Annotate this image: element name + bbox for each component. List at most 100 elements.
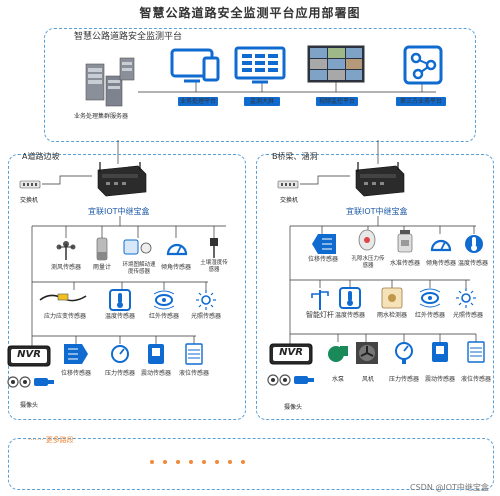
hub-b-label: 宜联IOT中继宝盒: [346, 207, 408, 216]
smart-pole-icon: [311, 290, 329, 310]
zone-b-sensor-label: 孔隙水压力传感器: [351, 256, 385, 269]
zone-a-sensor-label: 压力传感器: [104, 370, 135, 377]
temperature-sensor-icon: [339, 287, 361, 309]
camera-icon: [7, 376, 54, 388]
vibration-sensor-icon: [432, 342, 448, 362]
platform-node-bar: [396, 97, 446, 106]
zone-a-sensor-label: 红外传感器: [148, 313, 179, 320]
zone-b-sensor-label: 温度传感器: [334, 312, 365, 319]
server-icon: [85, 57, 135, 107]
zone-b-sensor-label: 倾角传感器: [425, 260, 456, 267]
switch-label: 交换机: [280, 197, 299, 204]
temperature-sensor-icon: [465, 235, 483, 253]
server-label: 业务处理集群服务器: [74, 113, 129, 120]
more-dots: [150, 460, 245, 464]
light-sensor-icon: [196, 290, 216, 310]
water-pump-icon: [328, 346, 348, 362]
platform-zone: [44, 28, 476, 142]
pressure-sensor-icon: [395, 342, 413, 364]
zone-a-sensor-label: 测风传感器: [50, 264, 81, 271]
dashboard-screen-icon: [234, 46, 286, 84]
zone-a-sensor-label: 土壤湿度传感器: [200, 260, 228, 273]
pressure-sensor-icon: [111, 345, 129, 363]
vibration-sensor-icon: [148, 344, 164, 364]
zone-b: [256, 154, 494, 420]
zone-b-sensor-label: 雨水检测器: [376, 312, 407, 319]
camera-label: 摄像头: [284, 404, 303, 411]
tilt-sensor-icon: [430, 239, 452, 252]
zone-a-sensor-label: 应力应变传感器: [44, 313, 87, 320]
platform-zone-label: 智慧公路道路安全监测平台: [74, 32, 183, 42]
camera-icon: [267, 374, 314, 386]
monitor-icon: [170, 48, 220, 83]
leveling-sensor-icon: [397, 230, 413, 253]
switch-label: 交换机: [20, 197, 39, 204]
nvr-icon: [7, 345, 51, 367]
platform-node-bar: [244, 97, 280, 106]
zone-a-sensor-label: 倾角传感器: [160, 264, 191, 271]
pore-pressure-sensor-icon: [358, 229, 376, 251]
zone-a-sensor-label: 环境图解动速度传感器: [122, 262, 156, 275]
zone-b-sensor-label: 液位传感器: [460, 376, 491, 383]
wind-sensor-icon: [56, 241, 76, 260]
zone-a-sensor-label: 雨量计: [92, 264, 111, 271]
level-sensor-icon: [185, 343, 203, 365]
zone-more-label: ······· 更多路段: [28, 436, 74, 444]
zone-a: [8, 154, 246, 420]
zone-b-label: B桥梁、涵洞: [272, 152, 318, 161]
platform-node-label[interactable]: 业务处理平台: [179, 98, 216, 105]
displacement-sensor-icon: [312, 234, 336, 254]
switch-icon: [19, 180, 41, 189]
zone-b-sensor-label: 红外传感器: [414, 312, 445, 319]
platform-node-bar: [316, 97, 358, 106]
platform-node-label[interactable]: 第三方业务平台: [399, 98, 442, 105]
zone-b-sensor-label: 位移传感器: [307, 256, 338, 263]
zone-b-sensor-label: 温度传感器: [457, 260, 488, 267]
zone-b-sensor-label: 震动传感器: [424, 376, 455, 383]
share-network-icon: [403, 45, 443, 85]
displacement-sensor-icon: [64, 344, 88, 364]
zone-a-sensor-label: 震动传感器: [140, 370, 171, 377]
zone-b-sensor-label: 水泵: [331, 376, 344, 383]
strain-sensor-icon: [39, 293, 87, 302]
zone-b-sensor-label: 光照传感器: [452, 312, 483, 319]
nvr-label: NVR: [279, 347, 303, 358]
infrared-sensor-icon: [153, 290, 175, 310]
hub-a-label: 宜联IOT中继宝盒: [88, 207, 150, 216]
zone-b-sensor-label: 压力传感器: [388, 376, 419, 383]
rain-gauge-icon: [96, 237, 108, 261]
tilt-sensor-icon: [166, 243, 188, 256]
environment-sensor-icon: [123, 239, 152, 255]
page-title: 智慧公路道路安全监测平台应用部署图: [139, 6, 361, 20]
zone-a-sensor-label: 液位传感器: [178, 370, 209, 377]
zone-b-sensor-label: 智能灯杆: [306, 311, 334, 319]
level-sensor-icon: [467, 341, 485, 363]
platform-node-label[interactable]: 视频监控平台: [318, 98, 355, 105]
soil-moisture-sensor-icon: [210, 238, 218, 258]
zone-a-sensor-label: 位移传感器: [60, 370, 91, 377]
infrared-sensor-icon: [419, 288, 441, 308]
nvr-label: NVR: [17, 349, 41, 360]
zone-a-label: A道路边坡: [22, 152, 60, 161]
nvr-icon: [269, 343, 313, 365]
zone-b-sensor-label: 水准传感器: [389, 260, 420, 267]
video-wall-icon: [307, 45, 365, 83]
platform-node-bar: [178, 97, 218, 106]
platform-node-label[interactable]: 监测大屏: [249, 98, 274, 105]
iot-relay-box-icon: [97, 162, 147, 197]
fan-icon: [356, 342, 378, 364]
light-sensor-icon: [456, 288, 476, 308]
rain-detector-icon: [381, 287, 403, 309]
iot-relay-box-icon: [355, 162, 405, 197]
zone-a-sensor-label: 光照传感器: [190, 313, 221, 320]
zone-a-sensor-label: 温度传感器: [104, 313, 135, 320]
switch-icon: [277, 180, 299, 189]
zone-b-sensor-label: 风机: [361, 376, 374, 383]
camera-label: 摄像头: [20, 402, 39, 409]
watermark: CSDN @IOT中继宝盒: [410, 483, 489, 492]
zone-more: [8, 438, 494, 490]
